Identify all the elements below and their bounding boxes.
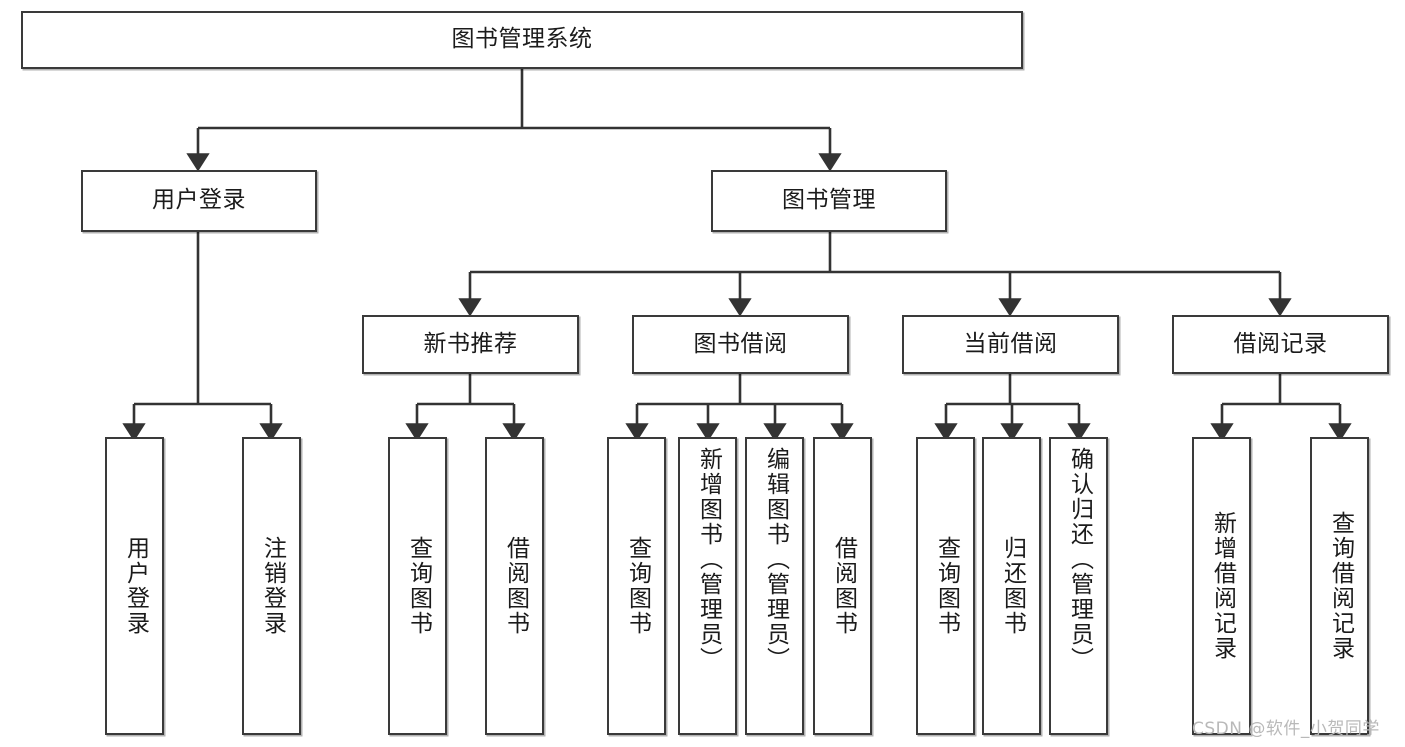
leaf-query-book-borrow[interactable]: 查询图书 xyxy=(607,437,666,735)
leaf-user-logout[interactable]: 注销登录 xyxy=(242,437,301,735)
leaf-query-book-current[interactable]: 查询图书 xyxy=(916,437,975,735)
node-label: 归还图书 xyxy=(999,536,1026,636)
node-new-book-recommend[interactable]: 新书推荐 xyxy=(362,315,579,374)
node-label: 查询图书 xyxy=(405,536,432,636)
node-current-borrow[interactable]: 当前借阅 xyxy=(902,315,1119,374)
node-label: 图书管理系统 xyxy=(451,26,593,53)
leaf-edit-book[interactable]: 编辑图书（管理员） xyxy=(745,437,804,735)
node-label: 编辑图书（管理员） xyxy=(762,447,789,672)
leaf-query-record[interactable]: 查询借阅记录 xyxy=(1310,437,1369,735)
node-book-borrow[interactable]: 图书借阅 xyxy=(632,315,849,374)
leaf-confirm-return[interactable]: 确认归还（管理员） xyxy=(1049,437,1108,735)
node-label: 用户登录 xyxy=(122,536,149,636)
leaf-add-book[interactable]: 新增图书（管理员） xyxy=(678,437,737,735)
watermark: CSDN @软件_小贺同学 xyxy=(1192,719,1380,739)
node-label: 查询图书 xyxy=(624,536,651,636)
leaf-user-login[interactable]: 用户登录 xyxy=(105,437,164,735)
leaf-add-record[interactable]: 新增借阅记录 xyxy=(1192,437,1251,735)
node-label: 查询图书 xyxy=(933,536,960,636)
node-label: 当前借阅 xyxy=(963,330,1058,357)
node-label: 注销登录 xyxy=(259,536,286,636)
leaf-borrow-book[interactable]: 借阅图书 xyxy=(813,437,872,735)
node-root-system[interactable]: 图书管理系统 xyxy=(21,11,1023,69)
node-label: 图书管理 xyxy=(782,187,876,214)
node-label: 确认归还（管理员） xyxy=(1066,447,1093,672)
node-borrow-record[interactable]: 借阅记录 xyxy=(1172,315,1389,374)
node-label: 新书推荐 xyxy=(423,330,518,357)
node-label: 借阅记录 xyxy=(1233,330,1328,357)
node-book-manage[interactable]: 图书管理 xyxy=(711,170,947,232)
node-label: 图书借阅 xyxy=(693,330,788,357)
leaf-return-book[interactable]: 归还图书 xyxy=(982,437,1041,735)
node-label: 用户登录 xyxy=(152,187,246,214)
node-label: 借阅图书 xyxy=(502,536,529,636)
leaf-borrow-book-recommend[interactable]: 借阅图书 xyxy=(485,437,544,735)
node-user-login[interactable]: 用户登录 xyxy=(81,170,317,232)
node-label: 借阅图书 xyxy=(830,536,857,636)
node-label: 新增借阅记录 xyxy=(1209,511,1236,661)
leaf-query-book-recommend[interactable]: 查询图书 xyxy=(388,437,447,735)
node-label: 查询借阅记录 xyxy=(1327,511,1354,661)
node-label: 新增图书（管理员） xyxy=(695,447,722,672)
